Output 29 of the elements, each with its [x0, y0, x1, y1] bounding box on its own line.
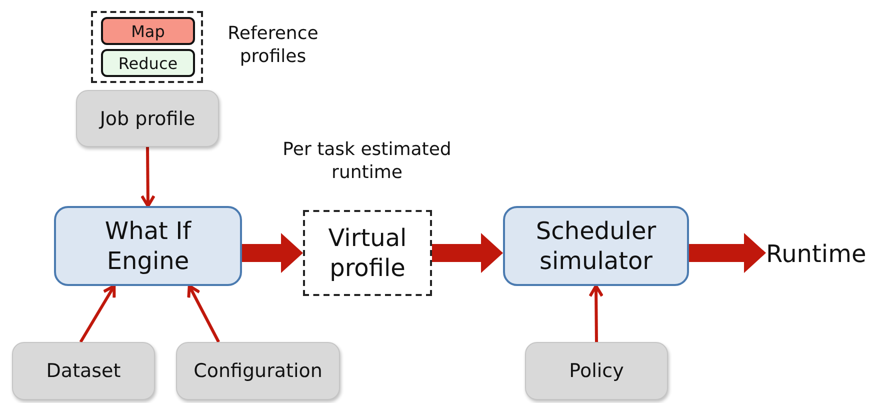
input-box [525, 342, 668, 400]
annotation-text: Per task estimated runtime [282, 138, 452, 185]
process-box [54, 206, 242, 286]
process-box [101, 17, 195, 45]
arrow [187, 284, 220, 343]
input-box [176, 342, 340, 400]
box-label: Dataset [46, 360, 121, 382]
dashed-box [303, 210, 432, 296]
annotation-text: Reference profiles [226, 22, 320, 69]
box-label: Job profile [100, 108, 196, 130]
arrow [79, 284, 116, 343]
box-label: What If Engine [104, 216, 192, 276]
block-arrow [432, 233, 503, 273]
block-arrow [689, 232, 766, 273]
box-label: Reduce [118, 54, 178, 72]
input-box [12, 342, 155, 400]
block-arrow [242, 233, 303, 273]
arrow [140, 146, 156, 208]
dashed-group-box [91, 11, 203, 83]
box-label: Virtual profile [327, 223, 408, 283]
process-box [101, 49, 195, 77]
arrow [588, 284, 604, 342]
box-label: Map [131, 22, 165, 40]
box-label: Configuration [194, 360, 322, 382]
box-label: Policy [569, 360, 624, 382]
box-label: Scheduler simulator [536, 216, 656, 276]
process-box [503, 206, 689, 286]
input-box [76, 90, 219, 147]
output-label: Runtime [766, 240, 866, 268]
